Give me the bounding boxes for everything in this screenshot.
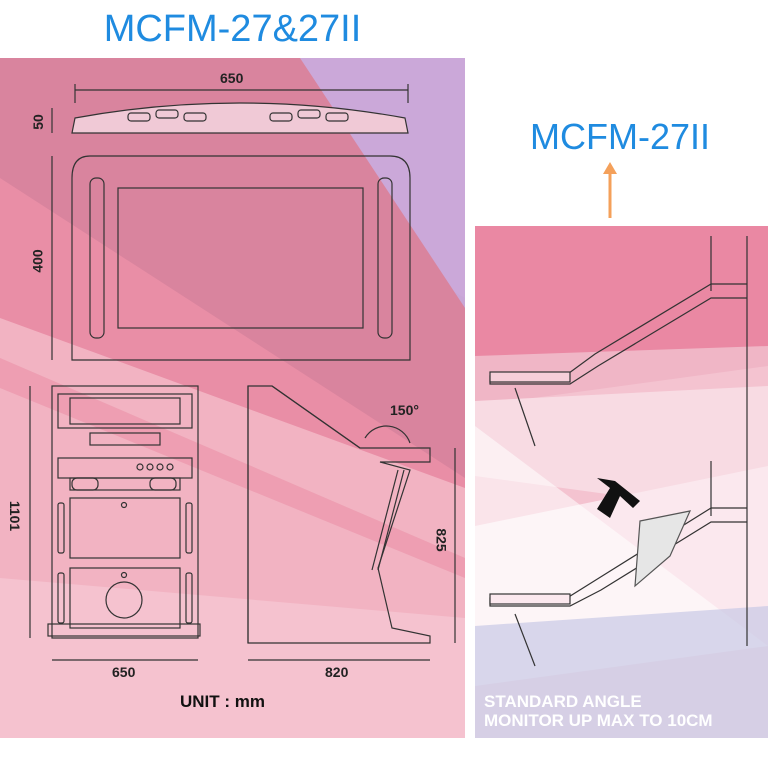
dim-side-depth: 820 <box>325 664 349 680</box>
dim-top-width: 650 <box>220 70 244 86</box>
up-arrow-icon <box>603 162 617 218</box>
right-diagram-panel <box>475 226 768 738</box>
caption-line1: STANDARD ANGLE <box>484 692 642 711</box>
main-drawing-panel <box>0 58 465 738</box>
dim-front-height: 400 <box>29 249 46 273</box>
dim-side-height: 825 <box>433 528 450 552</box>
front-view <box>51 155 411 361</box>
standard-position-arm <box>489 236 748 646</box>
top-view <box>51 84 409 134</box>
direction-arrow-icon <box>597 478 640 518</box>
caption: STANDARD ANGLE MONITOR UP MAX TO 10CM <box>484 692 713 730</box>
dim-total-height: 1101 <box>7 500 24 532</box>
caption-line2: MONITOR UP MAX TO 10CM <box>484 711 713 730</box>
dim-top-height: 50 <box>29 114 46 130</box>
main-title: MCFM-27&27II <box>103 8 362 50</box>
dim-angle: 150° <box>390 402 419 418</box>
dim-base-width: 650 <box>112 664 136 680</box>
cabinet-side-view <box>247 385 456 661</box>
unit-label: UNIT : mm <box>180 692 265 711</box>
cabinet-front-view <box>29 385 201 661</box>
raised-position-arm <box>489 461 747 667</box>
sub-title: MCFM-27II <box>530 116 710 157</box>
